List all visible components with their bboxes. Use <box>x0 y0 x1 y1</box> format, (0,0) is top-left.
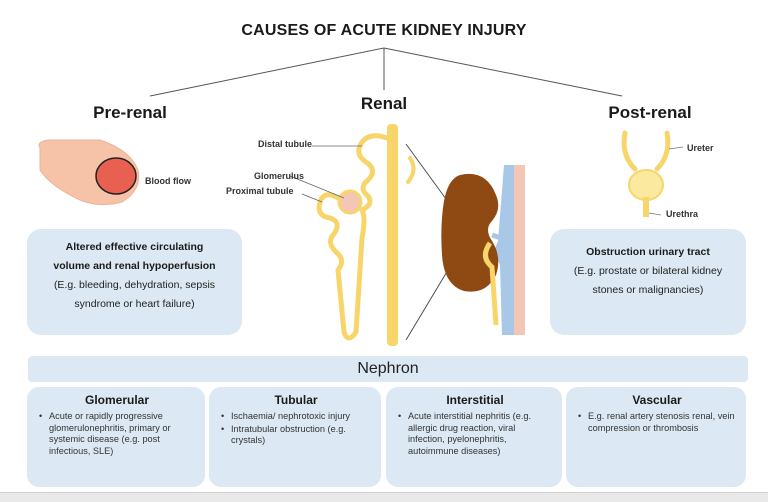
category-title: Vascular <box>632 393 682 407</box>
category-vascular: Vascular E.g. renal artery stenosis rena… <box>566 387 746 487</box>
urethra-label: Urethra <box>666 209 699 219</box>
postrenal-box-line-3: stones or malignancies) <box>592 284 704 296</box>
urinary-tract-illustration <box>621 130 684 217</box>
category-title: Tubular <box>274 393 318 407</box>
connector-postrenal <box>383 47 623 97</box>
prerenal-heading: Pre-renal <box>93 103 167 122</box>
renal-vein-branch <box>491 232 505 242</box>
loop-of-henle-shape <box>335 235 365 341</box>
prerenal-box-line-4: syndrome or heart failure) <box>74 298 195 310</box>
category-list: E.g. renal artery stenosis renal, vein c… <box>576 411 738 434</box>
vein-shape <box>494 165 514 335</box>
ureter-right-shape <box>654 130 671 172</box>
prerenal-box-line-2: volume and renal hypoperfusion <box>53 260 216 272</box>
connector-prerenal <box>149 47 385 97</box>
category-item: Ischaemia/ nephrotoxic injury <box>221 411 373 423</box>
proximal-tubule-label: Proximal tubule <box>226 186 294 196</box>
postrenal-heading: Post-renal <box>608 103 692 122</box>
postrenal-box: Obstruction urinary tract (E.g. prostate… <box>550 229 746 335</box>
category-item: Acute interstitial nephritis (e.g. aller… <box>398 411 554 457</box>
prerenal-box-line-3: (E.g. bleeding, dehydration, sepsis <box>53 279 216 291</box>
category-title: Glomerular <box>84 393 150 407</box>
proximal-tubule-shape <box>316 192 344 273</box>
nephron-illustration <box>289 124 416 346</box>
category-item: E.g. renal artery stenosis renal, vein c… <box>578 411 738 434</box>
category-item: Intratubular obstruction (e.g. crystals) <box>221 424 373 447</box>
glomerulus-leader <box>289 175 345 199</box>
prerenal-box-line-1: Altered effective circulating <box>65 241 204 253</box>
category-list: Acute or rapidly progressive glomerulone… <box>37 411 197 457</box>
ureter-label: Ureter <box>687 143 714 153</box>
urethra-leader <box>648 212 662 216</box>
category-interstitial: Interstitial Acute interstitial nephriti… <box>386 387 562 487</box>
postrenal-box-line-2: (E.g. prostate or bilateral kidney <box>573 265 723 277</box>
blood-vessel-illustration <box>38 139 140 206</box>
glomerulus-label: Glomerulus <box>254 171 305 181</box>
blood-flow-label: Blood flow <box>145 176 191 186</box>
ureter-leader <box>668 146 684 150</box>
category-glomerular: Glomerular Acute or rapidly progressive … <box>27 387 205 487</box>
collecting-branch-shape <box>406 156 416 184</box>
renal-heading: Renal <box>360 94 408 113</box>
category-list: Ischaemia/ nephrotoxic injury Intratubul… <box>219 411 373 447</box>
bottom-border <box>0 492 768 502</box>
kidney-shape <box>441 173 499 292</box>
kidney-illustration <box>441 165 525 335</box>
ascending-limb-shape <box>359 207 367 241</box>
glomerulus-shape <box>337 189 363 215</box>
category-tubular: Tubular Ischaemia/ nephrotoxic injury In… <box>209 387 381 487</box>
category-list: Acute interstitial nephritis (e.g. aller… <box>396 411 554 457</box>
vessel-lumen-shape <box>95 157 137 195</box>
category-title: Interstitial <box>446 393 504 407</box>
kidney-ureter-shape <box>483 241 499 326</box>
urethra-shape <box>643 197 649 217</box>
collecting-duct-shape <box>387 124 398 346</box>
distal-tubule-shape <box>356 133 390 213</box>
bladder-shape <box>628 169 664 201</box>
diagram-title: CAUSES OF ACUTE KIDNEY INJURY <box>241 22 527 39</box>
distal-tubule-label: Distal tubule <box>258 139 313 149</box>
artery-shape <box>513 165 525 335</box>
postrenal-box-line-1: Obstruction urinary tract <box>586 246 710 258</box>
ureter-left-shape <box>621 130 638 172</box>
nephron-bar: Nephron <box>28 356 748 382</box>
title-connector-lines <box>149 47 623 97</box>
proximal-tubule-leader <box>301 193 323 203</box>
prerenal-box: Altered effective circulating volume and… <box>27 229 242 335</box>
category-item: Acute or rapidly progressive glomerulone… <box>39 411 197 457</box>
